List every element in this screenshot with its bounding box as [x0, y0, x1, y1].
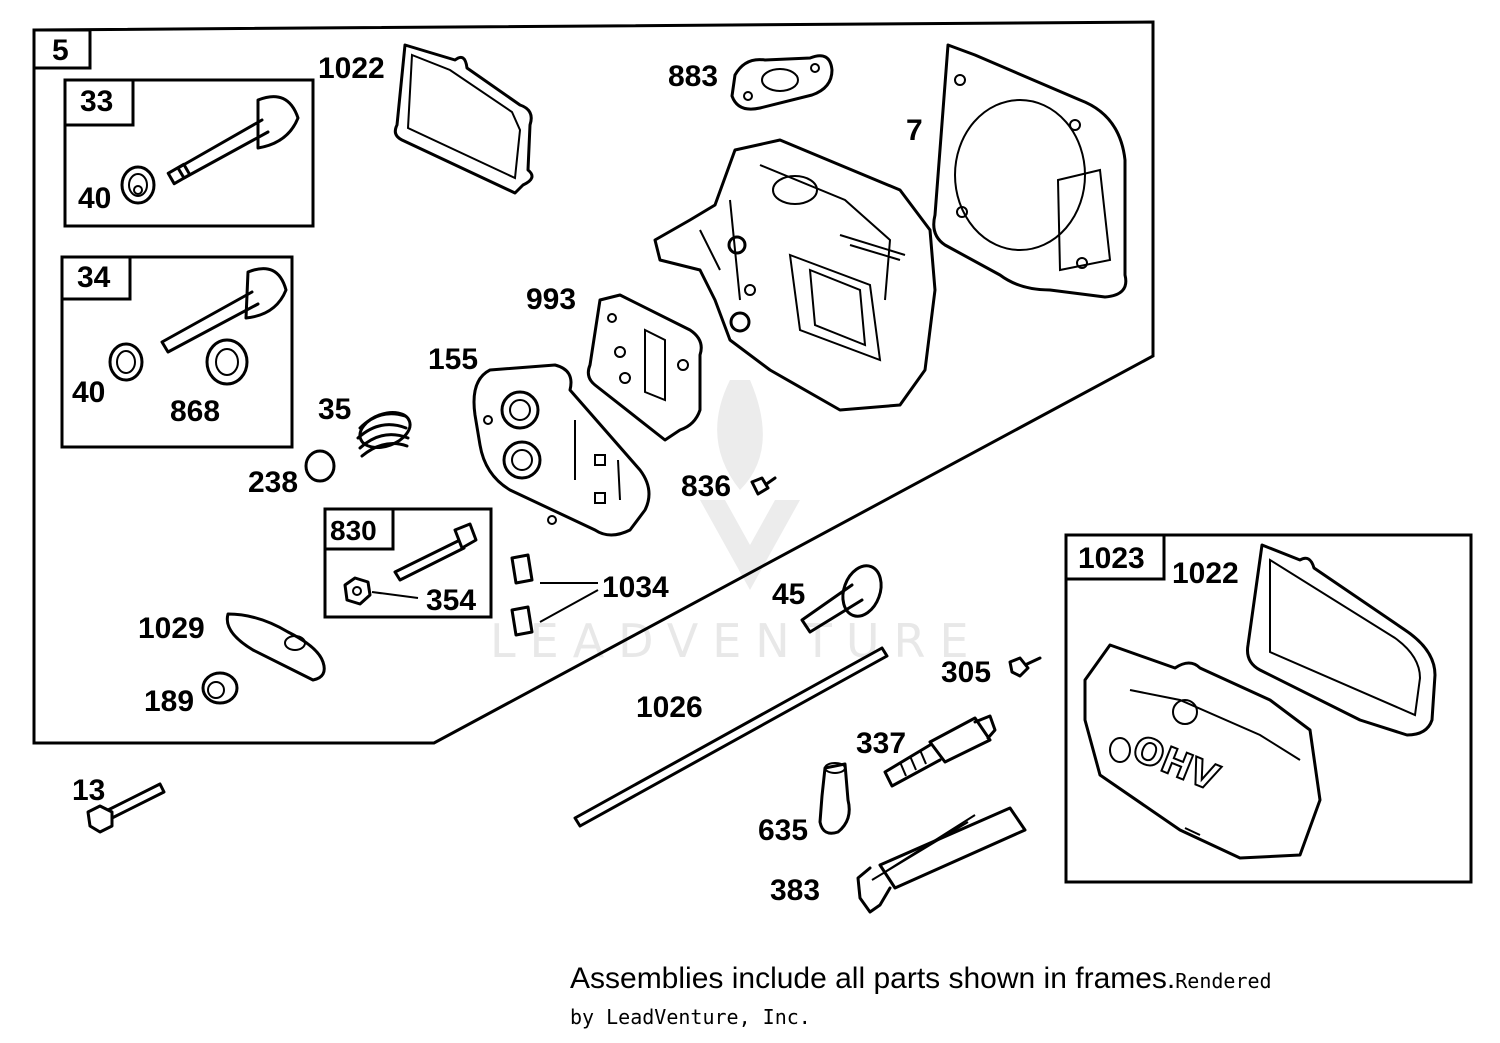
valve-seat-868: [205, 338, 249, 386]
frame-34-label: 34: [77, 261, 111, 294]
tappet-45: [800, 564, 883, 634]
gasket-993: [586, 293, 703, 442]
label-1022-top: 1022: [318, 52, 385, 85]
frame-main-label: 5: [52, 34, 69, 67]
valve-cap-238: [304, 449, 336, 483]
label-993: 993: [526, 283, 576, 316]
screw-836: [750, 476, 777, 496]
label-1022-right: 1022: [1172, 557, 1239, 590]
label-40-a: 40: [78, 182, 111, 215]
label-1026: 1026: [636, 691, 703, 724]
screw-305: [1008, 656, 1042, 678]
label-40-b: 40: [72, 376, 105, 409]
frame-33-label: 33: [80, 85, 113, 118]
bolt-13: [86, 782, 166, 834]
exhaust-valve: [160, 267, 288, 354]
label-189: 189: [144, 685, 194, 718]
spark-plug-boot-635: [818, 762, 851, 835]
label-1029: 1029: [138, 612, 205, 645]
label-305: 305: [941, 656, 991, 689]
label-868: 868: [170, 395, 220, 428]
label-45: 45: [772, 578, 805, 611]
valve-seal-34: [108, 342, 144, 382]
valve-seal-33: [120, 165, 156, 205]
assembly-note: Assemblies include all parts shown in fr…: [570, 962, 1290, 1034]
label-635: 635: [758, 814, 808, 847]
frame-33: 33 40: [63, 78, 315, 228]
push-rod-1026: [573, 646, 889, 828]
frame-main: 5: [32, 20, 1155, 745]
assembly-note-text: Assemblies include all parts shown in fr…: [570, 962, 1176, 995]
rocker-arm-1029: [225, 612, 326, 682]
head-gasket-7: [932, 43, 1128, 299]
rocker-cover-gasket-top: [393, 43, 534, 195]
cylinder-head: [653, 138, 937, 412]
nut-354: [343, 576, 419, 606]
label-7: 7: [906, 114, 923, 147]
watermark: LEADVENTURE: [490, 380, 983, 668]
rocker-stud: [393, 522, 478, 582]
label-383: 383: [770, 874, 820, 907]
valve-spring-35: [356, 411, 412, 458]
label-35: 35: [318, 393, 351, 426]
intake-valve: [166, 95, 300, 186]
breather-plate-155: [472, 363, 651, 537]
label-337: 337: [856, 727, 906, 760]
frame-830-label: 830: [330, 515, 377, 546]
label-1034: 1034: [602, 571, 669, 604]
label-354: 354: [426, 584, 476, 617]
label-883: 883: [668, 60, 718, 93]
rocker-ball-189: [201, 671, 239, 705]
label-836: 836: [681, 470, 731, 503]
frame-1023-label: 1023: [1078, 542, 1145, 575]
label-155: 155: [428, 343, 478, 376]
spark-plug-337: [883, 714, 997, 788]
frame-1023: 1023 OHV: [1064, 533, 1473, 884]
rocker-cover-gasket-right: [1246, 543, 1437, 737]
label-238: 238: [248, 466, 298, 499]
credit-text: Rendered by LeadVenture, Inc.: [570, 969, 1272, 1029]
guide-plates-1034: [510, 553, 599, 637]
label-13: 13: [72, 774, 105, 807]
watermark-text: LEADVENTURE: [490, 614, 983, 668]
intake-gasket-883: [730, 54, 834, 111]
wrench-383: [856, 806, 1027, 914]
frame-34: 34 40 868: [60, 255, 294, 449]
rocker-cover: OHV: [1083, 643, 1322, 860]
frame-830: 830 354: [323, 507, 493, 619]
